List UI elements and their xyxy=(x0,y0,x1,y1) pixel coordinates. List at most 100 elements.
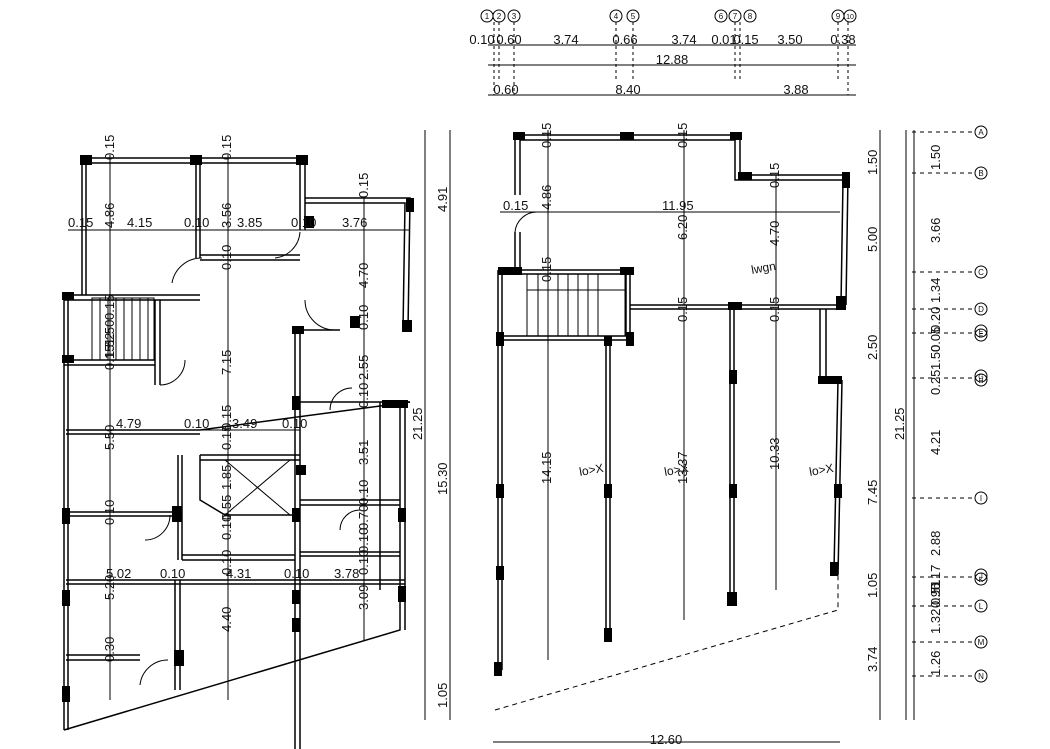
dim-label: 0.38 xyxy=(830,32,855,47)
dim-label: 0.15 xyxy=(539,257,554,282)
dim-label: 0.66 xyxy=(612,32,637,47)
dim-label: 12.60 xyxy=(650,732,683,747)
dim-label: 2.55 xyxy=(356,355,371,380)
grid-marker-label: C xyxy=(978,268,984,277)
grid-marker xyxy=(974,669,988,683)
dim-label: 0.10 xyxy=(160,566,185,581)
grid-marker-label: 9 xyxy=(836,12,841,21)
right-plan-columns xyxy=(494,132,850,676)
grid-marker-label: N xyxy=(978,672,984,681)
dim-label: 0.10 xyxy=(356,383,371,408)
dim-label: 5.50 xyxy=(102,425,117,450)
grid-marker-label: F xyxy=(979,333,983,340)
grid-marker-label: L xyxy=(979,602,984,611)
dim-label: 0.15 xyxy=(219,135,234,160)
dim-label: 5.20 xyxy=(102,575,117,600)
right-plan-walls xyxy=(497,134,849,670)
right-grid-leaders xyxy=(912,131,975,677)
dim-label: 11.95 xyxy=(662,198,694,213)
grid-marker xyxy=(714,9,728,23)
dim-label: 4.86 xyxy=(102,203,117,228)
dim-label: 3.51 xyxy=(356,440,371,465)
right-plan-dim-lines xyxy=(493,130,907,743)
dim-label: 0.60 xyxy=(493,82,518,97)
dim-label: 3.09 xyxy=(356,585,371,610)
grid-marker-label: J xyxy=(979,573,983,580)
dim-label: 0.51 xyxy=(928,580,943,605)
dim-label: 21.25 xyxy=(410,407,425,440)
dim-label: 0.15 xyxy=(219,425,234,450)
top-grid-leaders xyxy=(493,22,849,95)
dim-label: 0.15 xyxy=(767,163,782,188)
dim-label: 1.52 xyxy=(102,333,117,358)
dim-label: 4.40 xyxy=(219,607,234,632)
grid-marker xyxy=(974,635,988,649)
right-grid: A B C D E F G H I J K L M N 1.50 3.66 1.… xyxy=(912,125,988,720)
dim-label: 0.10 xyxy=(356,550,371,575)
grid-marker xyxy=(974,166,988,180)
dim-label: 1.50 xyxy=(102,320,117,345)
dim-label: 0.95 xyxy=(928,583,943,608)
grid-marker xyxy=(974,373,988,387)
dim-label: 2.50 xyxy=(865,335,880,360)
grid-marker xyxy=(974,265,988,279)
dim-label: 0.70 xyxy=(356,505,371,530)
dim-label: 0.15 xyxy=(102,295,117,320)
grid-marker-label: 1 xyxy=(485,12,490,21)
dim-label: 3.74 xyxy=(671,32,696,47)
dim-label: 0.15 xyxy=(675,123,690,148)
dim-label: 4.86 xyxy=(539,185,554,210)
dim-label: 3.74 xyxy=(865,647,880,672)
dim-label: 3.56 xyxy=(219,203,234,228)
dim-label: 3.49 xyxy=(232,416,257,431)
dim-label: 4.79 xyxy=(116,416,141,431)
dim-label: 4.70 xyxy=(767,221,782,246)
dim-label: 7.45 xyxy=(865,480,880,505)
grid-marker xyxy=(743,9,757,23)
dim-label: 4.91 xyxy=(435,187,450,212)
grid-marker-label: D xyxy=(978,305,984,314)
dim-label: 0.55 xyxy=(219,495,234,520)
grid-marker xyxy=(974,599,988,613)
dim-label: 0.10 xyxy=(184,416,209,431)
grid-marker-label: M xyxy=(978,638,985,647)
left-plan-shaft xyxy=(224,459,291,516)
dim-label: 1.05 xyxy=(865,573,880,598)
left-floor-plan: 0.15 0.15 4.86 3.56 0.15 0.15 4.15 0.10 … xyxy=(62,130,451,749)
dim-label: 6.20 xyxy=(675,215,690,240)
grid-marker-label: A xyxy=(978,128,984,137)
dim-label: 0.60 xyxy=(496,32,521,47)
dim-label: 0.15 xyxy=(675,297,690,322)
top-grid-dimension-lines xyxy=(488,44,856,96)
grid-marker-label: 8 xyxy=(748,12,753,21)
dim-label: 12.88 xyxy=(656,52,689,67)
dim-label: 4.31 xyxy=(226,566,251,581)
grid-marker-label: 7 xyxy=(733,12,738,21)
dim-label: 3.74 xyxy=(553,32,578,47)
dim-label: 0.30 xyxy=(102,637,117,662)
dim-label: 0.20 xyxy=(928,307,943,332)
grid-marker xyxy=(974,125,988,139)
dim-label: 3.66 xyxy=(928,218,943,243)
room-label: lwgn xyxy=(750,259,777,277)
left-plan-columns xyxy=(62,155,414,702)
dim-label: 3.50 xyxy=(777,32,802,47)
top-grid: 1 2 3 4 5 6 7 8 9 10 0.10 0.6 xyxy=(469,9,857,97)
dim-label: 0.25 xyxy=(928,370,943,395)
dim-label: 0.15 xyxy=(503,198,528,213)
dim-label: 3.78 xyxy=(334,566,359,581)
dim-label: 0.10 xyxy=(219,515,234,540)
dim-label: 0.10 xyxy=(356,305,371,330)
dim-label: 5.00 xyxy=(865,227,880,252)
grid-marker-label: B xyxy=(978,169,983,178)
dim-label: 4.70 xyxy=(356,263,371,288)
dim-label: 0.05 xyxy=(928,327,943,352)
dim-label: 4.15 xyxy=(127,215,152,230)
grid-marker-label: 10 xyxy=(846,14,854,21)
left-plan-stair xyxy=(91,297,155,361)
top-grid-markers: 1 2 3 4 5 6 7 8 9 10 xyxy=(480,9,857,23)
room-label: lo>X xyxy=(808,461,834,479)
grid-marker-label: G xyxy=(978,374,983,381)
dim-label: 3.85 xyxy=(237,215,262,230)
dim-label: 0.15 xyxy=(733,32,758,47)
